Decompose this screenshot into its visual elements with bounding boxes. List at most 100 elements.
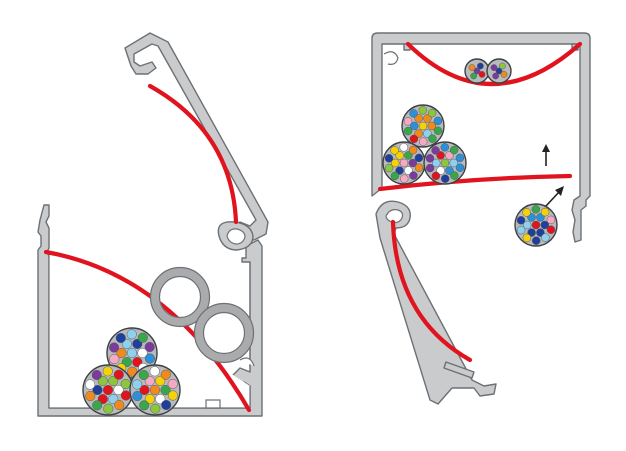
wire-core [477, 62, 484, 70]
wire-core [161, 399, 172, 411]
wire-core [384, 154, 394, 163]
wire-core [390, 158, 400, 168]
right-top-hook [383, 51, 399, 65]
wire-core [436, 166, 445, 175]
left-cable-bundle-bottom-left [82, 364, 134, 416]
wire-core [109, 353, 120, 365]
wire-core [116, 347, 127, 359]
wire-core [85, 379, 96, 390]
wire-core [468, 64, 476, 71]
wire-core [404, 151, 413, 160]
right-cable-bundle-stack-right [423, 141, 467, 185]
wire-core [455, 163, 465, 172]
right-cable-bundle-top-pair-left [464, 58, 490, 84]
wire-core [160, 369, 171, 380]
wire-core [428, 134, 437, 143]
wire-core [541, 233, 550, 242]
wire-core [390, 171, 400, 181]
wire-core [167, 378, 178, 390]
left-grommet-ring-1 [149, 266, 211, 328]
wire-core [167, 390, 178, 401]
wire-core [531, 236, 541, 245]
wire-core [418, 121, 428, 131]
wire-core [126, 329, 137, 340]
wire-core [92, 400, 103, 411]
right-up-arrow [542, 144, 550, 166]
wire-core [531, 205, 541, 214]
wire-core [414, 129, 423, 138]
wire-core [144, 353, 155, 364]
wire-core [540, 220, 550, 230]
wire-core [160, 384, 171, 396]
wire-core [516, 216, 526, 225]
wire-core [427, 108, 437, 118]
wire-core [120, 390, 131, 401]
wire-core [399, 174, 409, 183]
wire-core [546, 215, 556, 225]
wire-core [431, 171, 441, 181]
wire-core [478, 71, 486, 78]
right-lid-spring [390, 219, 473, 363]
wire-core [425, 154, 435, 163]
wire-core [522, 233, 532, 243]
wire-core [139, 384, 150, 396]
wire-core [403, 126, 413, 136]
wire-core [499, 62, 506, 70]
wire-core [115, 332, 126, 344]
left-duct-channel [37, 204, 263, 417]
right-lid-bottom-hook [443, 361, 475, 379]
wire-core [114, 399, 125, 411]
left-cable-bundle-bottom-right [129, 364, 181, 416]
left-lid-hinge-inner [226, 228, 246, 245]
right-duct-box [371, 32, 591, 243]
wire-core [120, 378, 131, 390]
left-hinged-lid [124, 32, 269, 241]
wire-core [414, 163, 424, 172]
wire-core [455, 153, 465, 163]
wire-core [139, 400, 150, 411]
wire-core [85, 390, 96, 402]
right-lid-hinge-inner [385, 209, 404, 224]
wire-core [102, 384, 114, 396]
right-cable-bundle-stack-left [382, 141, 426, 185]
wire-core [495, 67, 503, 75]
wire-core [390, 146, 399, 155]
right-diagonal-arrow [545, 186, 564, 207]
wire-core [492, 72, 499, 80]
right-duct-assembly [371, 32, 591, 405]
left-cable-bundle-top [106, 327, 158, 379]
wire-core [427, 121, 437, 131]
wire-core [408, 145, 418, 155]
wire-core [516, 225, 526, 235]
wire-core [403, 117, 413, 126]
left-lid-spring [147, 83, 239, 225]
wire-core [102, 366, 113, 377]
wire-core [490, 64, 498, 71]
wire-core [126, 347, 138, 359]
wire-core [138, 369, 149, 381]
wire-core [150, 403, 161, 414]
wire-core [149, 366, 160, 377]
wire-core [109, 342, 120, 353]
wire-core [445, 151, 454, 160]
wire-core [440, 174, 450, 183]
wire-core [408, 158, 418, 168]
wire-core [384, 163, 394, 173]
wire-core [409, 109, 418, 118]
wire-core [431, 146, 440, 155]
wire-core [449, 158, 459, 168]
wire-core [149, 384, 161, 396]
wire-core [137, 332, 148, 343]
wire-core [449, 145, 459, 155]
wire-core [473, 67, 481, 75]
wire-core [425, 163, 435, 173]
wire-core [409, 121, 419, 131]
wire-core [92, 384, 103, 396]
wire-core [470, 72, 477, 80]
wire-core [522, 208, 531, 217]
right-top-spring [405, 41, 583, 86]
wire-core [91, 369, 102, 381]
wire-core [431, 158, 441, 168]
wire-core [395, 166, 404, 175]
